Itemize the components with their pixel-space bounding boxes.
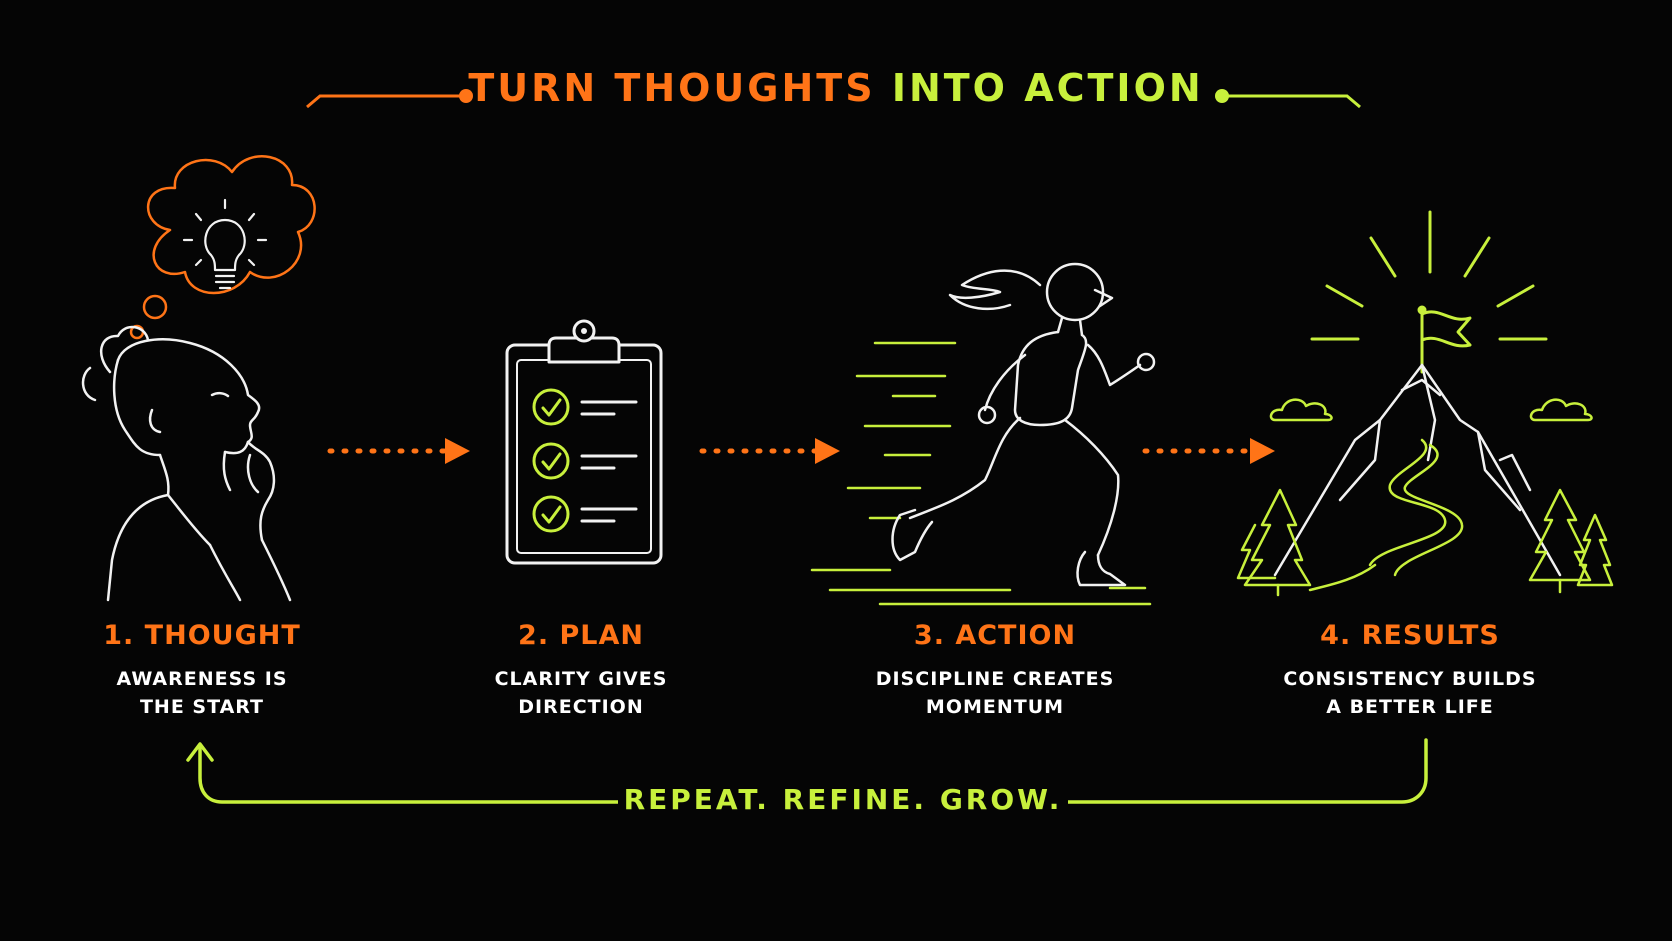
step-action: 3. ACTION DISCIPLINE CREATES MOMENTUM (825, 620, 1165, 721)
step-description: CLARITY GIVES DIRECTION (494, 668, 668, 718)
step-plan: 2. PLAN CLARITY GIVES DIRECTION (411, 620, 751, 721)
title-decoration-left (306, 89, 473, 109)
step-title: 4. RESULTS (1320, 620, 1500, 651)
sun-rays (1310, 210, 1548, 341)
title-decoration-right (1215, 89, 1361, 109)
checkmark-icon (532, 388, 570, 426)
flag-icon (1417, 305, 1472, 374)
clipboard-checklist-icon (505, 319, 663, 565)
checkmark-icon (532, 495, 570, 533)
title-part1: TURN THOUGHTS (468, 66, 876, 110)
cloud-left (1269, 398, 1333, 422)
winding-path (1308, 438, 1464, 592)
runner-icon (810, 262, 1156, 606)
lightbulb-icon (182, 198, 268, 290)
checkmark-icon (532, 442, 570, 480)
step-title: 1. THOUGHT (103, 620, 301, 651)
mountain-flag-icon (1236, 210, 1614, 597)
speed-lines (810, 341, 1152, 606)
step-thought: 1. THOUGHT AWARENESS IS THE START (32, 620, 372, 721)
page-title: TURN THOUGHTS INTO ACTION (0, 66, 1672, 110)
step-description: AWARENESS IS THE START (116, 668, 288, 718)
step-description: DISCIPLINE CREATES MOMENTUM (875, 668, 1115, 718)
thinking-person-icon (81, 155, 316, 602)
step-title: 2. PLAN (518, 620, 644, 651)
thought-bubble-icon (129, 155, 316, 340)
arrow-thought-to-plan (327, 438, 470, 464)
cloud-right (1529, 398, 1593, 422)
arrow-plan-to-action (699, 438, 840, 464)
step-title: 3. ACTION (913, 620, 1077, 651)
step-results: 4. RESULTS CONSISTENCY BUILDS A BETTER L… (1240, 620, 1580, 721)
loop-label: REPEAT. REFINE. GROW. (618, 783, 1068, 816)
arrow-action-to-results (1142, 438, 1275, 464)
title-part2: INTO ACTION (891, 66, 1204, 110)
step-description: CONSISTENCY BUILDS A BETTER LIFE (1283, 668, 1537, 718)
pine-trees (1236, 488, 1614, 597)
